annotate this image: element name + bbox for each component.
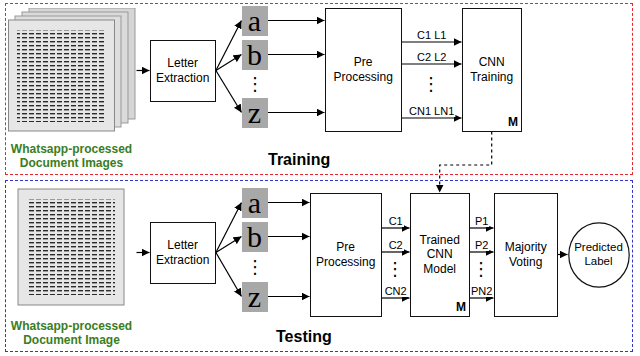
arrow-connector — [216, 253, 242, 297]
document-images: Whatsapp-processed Document Images — [7, 8, 137, 170]
edge-label: C2 — [388, 239, 404, 251]
arrow-connector — [268, 20, 325, 21]
letter-glyph: a — [248, 188, 261, 218]
document-stack — [8, 8, 136, 132]
edge-label: C2 L2 — [416, 51, 447, 63]
process-label: CNN Training — [466, 55, 518, 84]
arrow-connector — [470, 297, 494, 298]
edge-label: PN2 — [470, 285, 493, 297]
arrow-connector — [268, 236, 310, 237]
output-label: Predicted Label — [572, 241, 626, 267]
arrow-connector — [216, 237, 242, 253]
process-box: Pre Processing — [325, 8, 402, 132]
arrow-connector — [382, 227, 410, 228]
letter-tile: a — [242, 6, 268, 36]
process-label: Pre Processing — [314, 240, 378, 269]
arrow-connector — [268, 296, 310, 297]
arrow-connector — [382, 297, 410, 298]
output-ellipse: Predicted Label — [568, 222, 630, 288]
training-region: Training Whatsapp-processed Document Imag… — [5, 3, 633, 175]
letter-tile: z — [242, 282, 268, 312]
process-box: Letter Extraction — [150, 222, 216, 284]
arrow-connector — [216, 55, 242, 71]
model-tag: M — [508, 115, 518, 129]
letter-glyph: a — [248, 6, 261, 36]
edge-label: P2 — [474, 239, 489, 251]
arrow-connector — [268, 202, 310, 203]
image-caption: Whatsapp-processed Document Image — [7, 319, 137, 347]
process-box: Trained CNN ModelM — [410, 193, 470, 317]
process-box: Pre Processing — [310, 193, 382, 317]
process-label: Pre Processing — [329, 55, 398, 84]
dashed-arrow — [440, 132, 492, 193]
process-label: Trained CNN Model — [414, 233, 466, 276]
arrow-connector — [137, 70, 150, 71]
page-sheet — [18, 189, 124, 305]
letter-glyph: b — [247, 222, 262, 252]
document-image — [8, 185, 136, 309]
letter-tile: b — [242, 222, 268, 252]
arrow-connector — [382, 251, 410, 252]
arrow-connector — [402, 41, 462, 42]
arrow-connector — [268, 112, 325, 113]
letter-glyph: z — [248, 98, 261, 128]
region-title: Training — [268, 150, 330, 169]
page-text — [17, 30, 105, 122]
letter-glyph: b — [247, 40, 262, 70]
letter-glyph: z — [248, 282, 261, 312]
arrow-connector — [216, 203, 242, 253]
arrow-connector — [470, 251, 494, 252]
ellipsis-dots: ⋮ — [472, 260, 490, 278]
arrow-connector — [268, 54, 325, 55]
region-title: Testing — [276, 327, 332, 346]
arrow-connector — [216, 71, 242, 113]
letter-tile: z — [242, 98, 268, 128]
process-label: Letter Extraction — [154, 56, 212, 85]
edge-label: P1 — [474, 215, 489, 227]
edge-label: C1 — [388, 215, 404, 227]
process-label: Letter Extraction — [154, 238, 212, 267]
edge-label: C1 L1 — [416, 29, 447, 41]
process-box: CNN TrainingM — [462, 8, 522, 132]
edge-label: CN2 — [384, 285, 408, 297]
ellipsis-dots: ⋮ — [422, 75, 440, 93]
edge-label: CN1 LN1 — [408, 105, 455, 117]
arrow-connector — [558, 254, 568, 255]
ellipsis-dots: ⋮ — [246, 258, 264, 276]
testing-region: Testing Whatsapp-processed Document Image… — [5, 180, 633, 352]
page-sheet — [9, 20, 115, 131]
document-image: Whatsapp-processed Document Image — [7, 185, 137, 347]
ellipse-shape — [568, 222, 628, 286]
letter-tile: a — [242, 188, 268, 218]
process-box: Letter Extraction — [150, 40, 216, 102]
process-label: Majority Voting — [498, 240, 554, 269]
arrow-connector — [216, 21, 242, 71]
process-box: Majority Voting — [494, 193, 558, 317]
ellipsis-dots: ⋮ — [386, 260, 404, 278]
ellipsis-dots: ⋮ — [246, 75, 264, 93]
model-tag: M — [456, 300, 466, 314]
arrow-connector — [402, 117, 462, 118]
arrow-connector — [137, 252, 150, 253]
arrow-connector — [470, 227, 494, 228]
letter-tile: b — [242, 40, 268, 70]
page-text — [27, 199, 115, 295]
arrow-connector — [402, 63, 462, 64]
image-caption: Whatsapp-processed Document Images — [7, 142, 137, 170]
